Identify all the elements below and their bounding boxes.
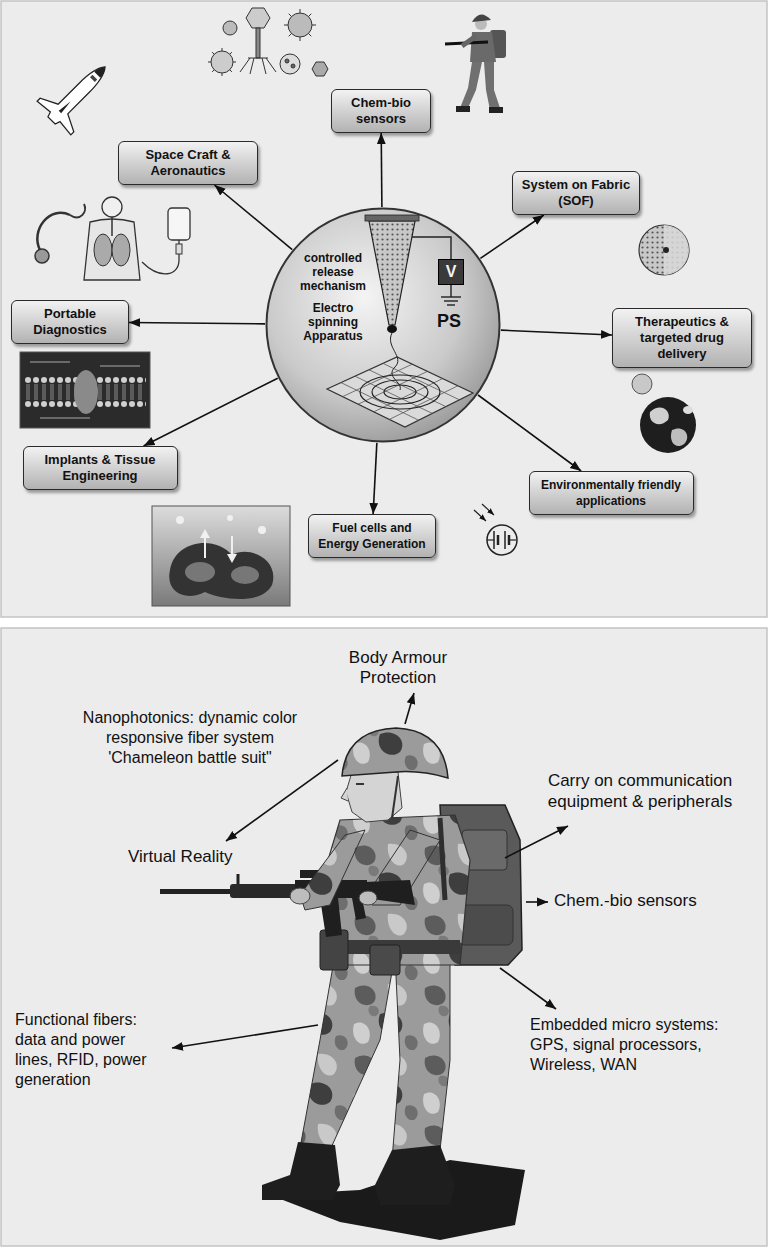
circle-shape [267,209,500,442]
node-text: controlled release mechanism [297,251,369,293]
arrow-connector [129,323,265,324]
node-text: Space Craft & Aeronautics [125,147,251,179]
arrow-connector [478,395,581,471]
fabric-sphere [639,225,689,275]
globe-icon [632,374,696,453]
circle-outline [265,207,501,443]
node-text: Chem-bio sensors [338,95,424,127]
node-text: V [439,260,463,284]
node-text: Therapeutics & targeted drug delivery [619,314,745,362]
panel-ground [1,1,767,617]
node-text: Implants & Tissue Engineering [30,452,171,484]
application-box: Chem-bio sensors [331,89,431,133]
process-circle: controlled release mechanismElectro spin… [265,207,501,443]
application-box: Therapeutics & targeted drug delivery [612,308,752,368]
virus-icons [208,8,328,76]
callout-label: Embedded micro systems: GPS, signal proc… [530,1015,745,1075]
arrow-connector [380,133,382,207]
node-text: Fuel cells and Energy Generation [315,520,429,552]
application-box: System on Fabric (SOF) [512,171,640,215]
callout-label: Nanophotonics: dynamic color responsive … [65,708,315,768]
arrow-connector [501,330,612,335]
application-box: Space Craft & Aeronautics [118,141,258,185]
application-box: Environmentally friendly applications [529,471,694,515]
panel-ground [1,628,767,1246]
arrow-connector [144,378,278,446]
arrow-connector [373,443,377,514]
application-box: Fuel cells and Energy Generation [308,514,436,558]
leader-arrows [172,693,568,1048]
soldier-icon [445,14,506,113]
callout-label: Virtual Reality [128,847,258,867]
medical-icon [35,197,190,280]
shuttle-icon [35,50,122,137]
node-text: Electro spinning Apparatus [297,301,369,343]
arrow-connector [214,185,292,250]
node-text: System on Fabric (SOF) [519,177,633,209]
cell-image [152,506,290,606]
callout-label: Functional fibers: data and power lines,… [15,1010,149,1090]
application-box: Portable Diagnostics [11,300,129,344]
callout-label: Body Armour Protection [333,648,463,688]
membrane-image [20,352,150,428]
node-text: PS [437,311,477,331]
node-text: Environmentally friendly applications [536,477,687,509]
application-box: Implants & Tissue Engineering [23,446,178,490]
soldier-figure [160,728,525,1240]
callout-label: Carry on communication equipment & perip… [520,770,760,812]
node-text: Portable Diagnostics [18,306,122,338]
battery-symbol [474,504,517,555]
callout-label: Chem.-bio sensors [554,891,744,911]
voltage-source: V [438,259,464,285]
arrow-connector [480,215,543,258]
